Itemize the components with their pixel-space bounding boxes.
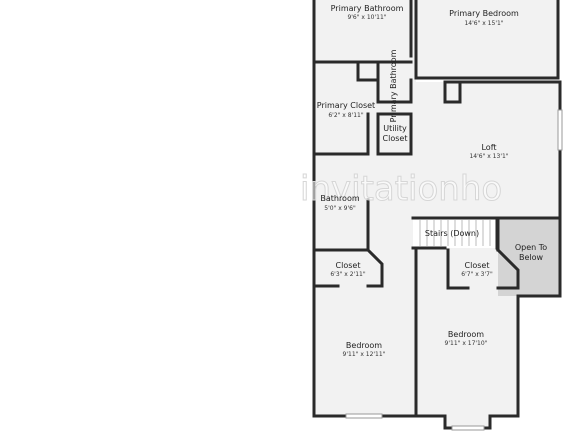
label-primary-bathroom: Primary Bathroom <box>331 4 404 13</box>
dims-bedroom-right: 9'11" x 17'10" <box>445 340 488 347</box>
label-closet-right: Closet <box>465 261 490 270</box>
dims-bedroom-left: 9'11" x 12'11" <box>343 351 386 358</box>
dims-primary-closet: 6'2" x 8'11" <box>328 112 364 119</box>
dims-bathroom: 5'0" x 9'6" <box>324 205 356 212</box>
label-utility-line1: Utility <box>383 124 407 133</box>
label-bedroom-left: Bedroom <box>346 341 382 350</box>
label-primary-bathroom-small: Primary Bathroom <box>389 49 398 122</box>
label-open-below-line2: Below <box>519 253 544 262</box>
dims-closet-right: 6'7" x 3'7" <box>461 271 493 278</box>
dims-primary-bathroom: 9'6" x 10'11" <box>347 14 386 21</box>
label-closet-left: Closet <box>336 261 361 270</box>
window-bay <box>451 425 485 431</box>
walls <box>312 0 562 430</box>
label-primary-closet: Primary Closet <box>317 101 375 110</box>
label-loft: Loft <box>481 143 496 152</box>
wall-utility <box>376 112 413 156</box>
dims-primary-bedroom: 14'6" x 15'1" <box>464 20 503 27</box>
label-utility-line2: Closet <box>383 134 408 143</box>
label-bathroom: Bathroom <box>320 194 360 203</box>
watermark-text: invitationho <box>300 169 502 209</box>
wall-closet-left <box>365 247 384 288</box>
wall-closet-right <box>446 248 470 290</box>
wall-small-bath-stub <box>356 60 380 82</box>
wall-bay <box>443 294 520 430</box>
wall-small-bath <box>376 60 413 104</box>
dims-loft: 14'6" x 13'1" <box>469 153 508 160</box>
room-labels: Primary Bathroom 9'6" x 10'11" Primary B… <box>317 4 547 358</box>
stair-treads <box>419 220 491 246</box>
wall-primary-bedroom-right <box>414 0 560 80</box>
wall-closet-right-2 <box>495 247 520 290</box>
floor-areas <box>314 0 560 428</box>
dims-closet-left: 6'3" x 2'11" <box>330 271 366 278</box>
label-bedroom-right: Bedroom <box>448 330 484 339</box>
label-open-below-line1: Open To <box>515 243 547 252</box>
floor-bay <box>445 414 490 428</box>
window-bedroom-left <box>345 413 383 419</box>
label-stairs: Stairs (Down) <box>425 229 479 238</box>
wall-notch <box>443 80 462 104</box>
windows <box>345 109 563 431</box>
open-to-below-area <box>498 218 560 296</box>
wall-stairs <box>411 216 499 250</box>
wall-outer-left <box>312 0 447 418</box>
label-primary-bedroom: Primary Bedroom <box>449 9 519 18</box>
floor-primary-bedroom <box>416 0 558 78</box>
window-loft <box>557 109 563 151</box>
